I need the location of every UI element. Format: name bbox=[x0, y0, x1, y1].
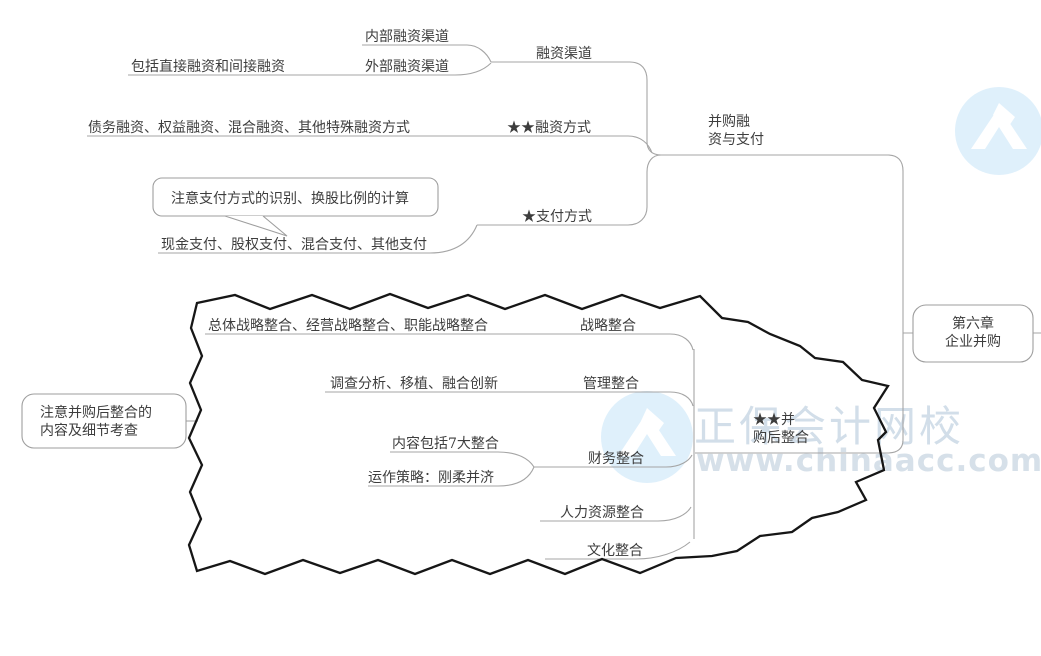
note-strategy-integration[interactable]: 总体战略整合、经营战略整合、职能战略整合 bbox=[208, 318, 488, 334]
chinaacc-logo-icon bbox=[601, 391, 693, 483]
node-strategy-integration[interactable]: 战略整合 bbox=[580, 318, 636, 334]
integration-callout-box bbox=[21, 393, 187, 449]
integration-group-cloud-boundary bbox=[187, 292, 890, 576]
node-integration-branch-line1[interactable]: ★★并 bbox=[753, 412, 795, 428]
payment-callout-tail bbox=[224, 215, 288, 237]
integration-callout-line1: 注意并购后整合的 bbox=[40, 404, 152, 421]
root-node-box bbox=[912, 304, 1034, 363]
integration-branch: ★★并 购后整合 战略整合 总体战略整合、经营战略整合、职能战略整合 管理整合 … bbox=[208, 318, 809, 559]
payment-callout-box bbox=[152, 177, 439, 217]
integration-callout: 注意并购后整合的 内容及细节考查 bbox=[21, 393, 187, 449]
node-external-channel[interactable]: 外部融资渠道 bbox=[365, 59, 449, 75]
payment-callout: 注意支付方式的识别、换股比例的计算 bbox=[152, 177, 439, 237]
node-financing-branch-line1[interactable]: 并购融 bbox=[708, 114, 750, 130]
connector-external-channel bbox=[128, 62, 492, 76]
connector-lines bbox=[87, 44, 1041, 560]
node-culture-integration[interactable]: 文化整合 bbox=[587, 543, 643, 559]
node-management-integration[interactable]: 管理整合 bbox=[583, 376, 639, 392]
root-node-chapter[interactable]: 第六章 企业并购 bbox=[912, 304, 1034, 363]
node-internal-channel[interactable]: 内部融资渠道 bbox=[365, 29, 449, 45]
connector-management bbox=[325, 391, 694, 407]
node-financing-channels[interactable]: 融资渠道 bbox=[536, 46, 592, 62]
note-finance-strategy[interactable]: 运作策略：刚柔并济 bbox=[368, 469, 494, 486]
note-financing-methods[interactable]: 债务融资、权益融资、混合融资、其他特殊融资方式 bbox=[88, 120, 410, 136]
note-payment-methods[interactable]: 现金支付、股权支付、混合支付、其他支付 bbox=[161, 237, 427, 253]
connector-finance-strategy-note bbox=[368, 466, 535, 487]
chinaacc-logo-icon bbox=[955, 87, 1041, 175]
node-integration-branch-line2[interactable]: 购后整合 bbox=[753, 430, 809, 446]
connector-culture bbox=[545, 541, 691, 560]
node-payment-methods[interactable]: ★支付方式 bbox=[522, 209, 592, 225]
node-finance-integration[interactable]: 财务整合 bbox=[588, 451, 644, 467]
integration-callout-line2: 内容及细节考查 bbox=[40, 422, 138, 439]
node-hr-integration[interactable]: 人力资源整合 bbox=[560, 505, 644, 521]
note-management-integration[interactable]: 调查分析、移植、融合创新 bbox=[330, 376, 498, 392]
note-external-channel[interactable]: 包括直接融资和间接融资 bbox=[131, 58, 285, 75]
payment-callout-text: 注意支付方式的识别、换股比例的计算 bbox=[171, 190, 409, 207]
watermark-brand-text: 正保会计网校 bbox=[694, 402, 964, 451]
root-title-line1: 第六章 bbox=[952, 315, 994, 332]
financing-branch: 并购融 资与支付 融资渠道 内部融资渠道 外部融资渠道 包括直接融资和间接融资 … bbox=[88, 29, 764, 253]
connector-finance bbox=[534, 454, 693, 468]
connector-strategy bbox=[205, 333, 694, 351]
connector-methods bbox=[87, 135, 653, 154]
connector-payment-to-branch bbox=[477, 154, 662, 226]
connector-hr bbox=[540, 506, 692, 522]
connector-internal-channel bbox=[362, 44, 492, 63]
watermark-layer: 正保会计网校 www.chinaacc.com bbox=[601, 87, 1041, 483]
node-financing-methods[interactable]: ★★融资方式 bbox=[507, 120, 591, 136]
node-financing-branch-line2[interactable]: 资与支付 bbox=[708, 132, 764, 148]
watermark-url-text: www.chinaacc.com bbox=[696, 443, 1041, 479]
note-finance-content[interactable]: 内容包括7大整合 bbox=[392, 435, 499, 452]
connector-channels-to-branch bbox=[491, 61, 662, 156]
connector-spine bbox=[661, 154, 904, 454]
connector-payment-note bbox=[158, 224, 478, 254]
connector-finance-content-note bbox=[390, 451, 535, 468]
root-title-line2: 企业并购 bbox=[945, 333, 1001, 350]
